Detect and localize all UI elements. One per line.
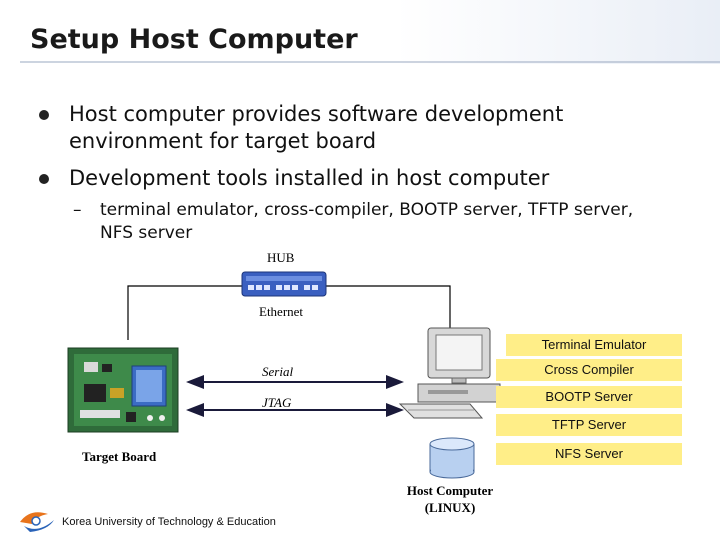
sub-bullet-line-2: NFS server (100, 223, 193, 243)
host-computer-label: Host Computer (406, 483, 494, 498)
jtag-label: JTAG (262, 395, 292, 410)
ethernet-cable-target (127, 285, 242, 340)
page-title: Setup Host Computer (30, 24, 358, 55)
jtag-link-arrow (186, 403, 404, 417)
bullet-1-line-1: Host computer provides software developm… (69, 102, 564, 126)
service-bootp-server: BOOTP Server (496, 386, 682, 408)
service-tftp-server: TFTP Server (496, 414, 682, 436)
ethernet-cable-host (326, 285, 451, 336)
bullet-1-line-2: environment for target board (69, 129, 377, 153)
hub-label: HUB (267, 250, 295, 265)
title-decoration (0, 0, 720, 64)
service-terminal-emulator: Terminal Emulator (506, 334, 682, 356)
ethernet-label: Ethernet (259, 304, 304, 319)
nfs-storage-icon (429, 437, 475, 479)
bullet-dot (39, 110, 49, 120)
host-computer-icon (398, 327, 501, 419)
service-nfs-server: NFS Server (496, 443, 682, 465)
university-logo (20, 512, 54, 532)
hub-icon (241, 271, 327, 297)
bullet-2-line-1: Development tools installed in host comp… (69, 166, 550, 190)
sub-bullet-dash: – (73, 200, 82, 220)
serial-link-arrow (186, 375, 404, 389)
title-bar (0, 0, 720, 64)
service-cross-compiler: Cross Compiler (496, 359, 682, 381)
bullet-dot (39, 174, 49, 184)
footer-institution: Korea University of Technology & Educati… (62, 516, 276, 528)
host-os-label: (LINUX) (424, 500, 476, 515)
sub-bullet-line-1: terminal emulator, cross-compiler, BOOTP… (100, 200, 634, 220)
target-board-icon (67, 347, 179, 433)
target-board-label: Target Board (82, 449, 157, 464)
serial-label: Serial (262, 364, 294, 379)
